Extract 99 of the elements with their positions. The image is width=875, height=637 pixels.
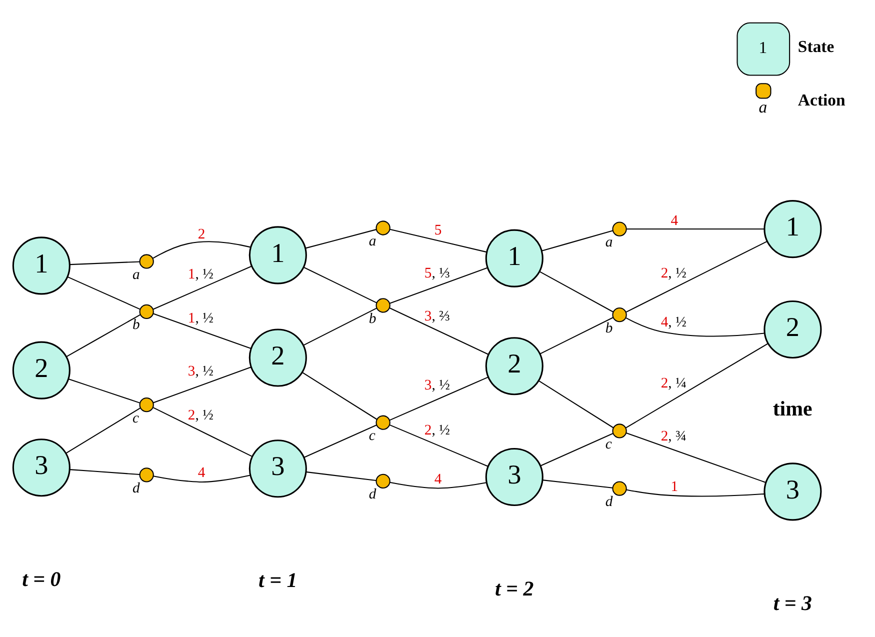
node-circle: 1 <box>763 200 822 258</box>
connector <box>152 366 251 404</box>
node-circle <box>375 415 390 430</box>
connector <box>626 489 764 497</box>
edge-label: 2 <box>197 226 205 243</box>
node-circle: 1 <box>248 226 306 284</box>
connector <box>625 240 767 313</box>
node-circle <box>138 254 154 269</box>
node-label: d <box>132 480 140 496</box>
node-label: a <box>604 234 612 251</box>
connector <box>389 228 486 253</box>
connector <box>305 471 376 481</box>
node-circle <box>375 298 390 313</box>
connector <box>66 276 140 310</box>
edge-label: 4 <box>434 472 442 488</box>
node-circle: 2 <box>763 300 822 359</box>
node-label: b <box>604 320 612 336</box>
connector <box>302 266 376 304</box>
edge-label: 2, ¾ <box>660 428 686 445</box>
connector <box>152 241 250 259</box>
edge-label: 1, ½ <box>187 266 214 282</box>
label: t = 0 <box>22 566 60 591</box>
node-circle <box>612 481 626 496</box>
label: 1 <box>758 38 767 58</box>
node-circle <box>138 468 154 482</box>
label: t = 3 <box>772 590 812 615</box>
connector <box>65 408 140 454</box>
node-circle <box>612 308 626 322</box>
node-label: c <box>368 428 375 444</box>
label: t = 2 <box>494 576 534 600</box>
node-circle: 2 <box>248 328 306 387</box>
connector <box>302 372 377 420</box>
node-label: c <box>132 410 138 426</box>
connector <box>541 230 613 252</box>
edge-label: 2, ¼ <box>660 375 686 392</box>
connector <box>539 317 613 354</box>
node-circle: 3 <box>484 448 543 506</box>
node-circle: 2 <box>484 337 543 396</box>
edge-label: 2, ½ <box>660 265 686 282</box>
connector <box>540 432 613 466</box>
node-label: a <box>368 233 376 250</box>
edge-label: 1, ½ <box>187 310 214 326</box>
connector <box>388 424 488 467</box>
connector <box>152 474 250 483</box>
connector <box>303 424 376 458</box>
connector <box>538 271 613 312</box>
connector <box>625 318 764 337</box>
edge-label: 2, ½ <box>424 422 450 438</box>
node-circle: 3 <box>763 462 822 521</box>
legend-label: Action <box>797 90 845 110</box>
node-label: d <box>368 486 376 503</box>
node-label: b <box>368 310 376 327</box>
edge-label: 5, ⅓ <box>424 265 450 282</box>
node-circle <box>612 222 626 236</box>
node-circle <box>375 474 390 489</box>
edge-label: 5 <box>434 222 442 238</box>
connector <box>388 308 488 355</box>
node-label: b <box>132 317 140 334</box>
node-circle <box>138 304 154 320</box>
connector <box>389 482 486 489</box>
connector <box>152 266 252 310</box>
node-circle: 3 <box>248 440 306 498</box>
connector <box>304 229 376 249</box>
edge-label: 3, ½ <box>187 364 214 380</box>
connector <box>388 376 488 421</box>
node-label: a <box>132 266 140 283</box>
edge-label: 3, ½ <box>424 377 450 394</box>
edge-label: 4 <box>197 465 205 482</box>
edge-label: 3, ⅔ <box>424 308 450 324</box>
connector <box>66 314 140 358</box>
connector <box>69 469 140 476</box>
connector <box>625 343 768 428</box>
node-circle <box>138 398 154 412</box>
connector <box>69 261 140 266</box>
edge-label: 4, ½ <box>660 314 686 331</box>
node-label: c <box>604 436 612 452</box>
connector <box>68 378 140 404</box>
label: t = 1 <box>258 568 297 592</box>
legend-label: State <box>797 36 834 56</box>
edge-label: 4 <box>670 213 678 230</box>
node-circle: 3 <box>12 438 70 497</box>
node-circle: 2 <box>12 341 70 400</box>
connector <box>302 308 376 346</box>
node-label: d <box>604 494 612 510</box>
connector <box>152 407 252 458</box>
node-circle: 1 <box>12 236 70 295</box>
label: time <box>772 396 812 420</box>
connector <box>626 228 764 230</box>
connector <box>542 480 612 488</box>
node-circle: 1 <box>484 229 543 288</box>
node-circle <box>612 424 626 438</box>
label: a <box>758 98 767 117</box>
connector <box>626 432 766 483</box>
edge-label: 2, ½ <box>187 408 214 424</box>
connector <box>389 267 488 304</box>
connector <box>538 380 614 428</box>
connector <box>152 313 251 350</box>
node-circle <box>375 220 390 236</box>
edge-label: 1 <box>670 478 678 495</box>
